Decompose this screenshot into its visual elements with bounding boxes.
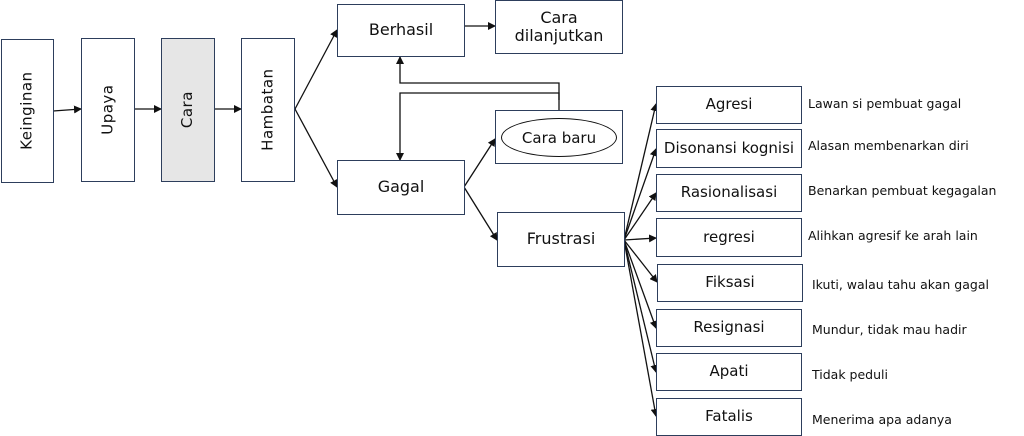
reaction-label: Disonansi kognisi <box>663 138 795 157</box>
reaction-label: Apati <box>709 362 749 381</box>
arrow-frustrasi-regresi <box>623 234 657 243</box>
cara-baru-label: Cara baru <box>521 128 597 147</box>
box-cara-dilanjutkan: Cara dilanjutkan <box>495 0 623 54</box>
reaction-desc-fatalis: Menerima apa adanya <box>812 412 952 427</box>
arrow-gagal-frustrasi <box>463 186 498 241</box>
stage-cara: Cara <box>161 38 215 182</box>
arrow-hambatan-gagal <box>294 108 338 188</box>
reaction-regresi: regresi <box>656 218 802 257</box>
feedback-to-berhasil <box>396 56 560 110</box>
reaction-resignasi: Resignasi <box>656 309 802 347</box>
reaction-label: Resignasi <box>693 318 765 337</box>
reaction-fiksasi: Fiksasi <box>657 264 803 302</box>
arrow-frustrasi-fatalis <box>623 239 659 417</box>
arrow-frustrasi-rasionalisasi <box>623 192 657 241</box>
box-frustrasi: Frustrasi <box>497 212 625 267</box>
box-berhasil: Berhasil <box>337 4 465 57</box>
gagal-label: Gagal <box>377 177 425 197</box>
reaction-desc-regresi: Alihkan agresif ke arah lain <box>808 228 978 243</box>
reaction-agresi: Agresi <box>656 86 802 124</box>
reaction-desc-apati: Tidak peduli <box>812 367 888 382</box>
box-gagal: Gagal <box>337 160 465 215</box>
reaction-label: Fatalis <box>705 407 753 426</box>
arrow-frustrasi-resignasi <box>623 239 658 329</box>
arrow-keinginan-upaya <box>52 105 82 114</box>
reaction-desc-agresi: Lawan si pembuat gagal <box>808 96 962 111</box>
frustrasi-label: Frustrasi <box>526 229 596 249</box>
stage-upaya-label: Upaya <box>98 84 117 136</box>
reaction-rasionalisasi: Rasionalisasi <box>656 174 802 212</box>
reaction-label: regresi <box>703 227 755 246</box>
arrow-gagal-cara-baru <box>463 138 496 188</box>
stage-upaya: Upaya <box>81 38 135 182</box>
reaction-desc-fiksasi: Ikuti, walau tahu akan gagal <box>812 277 989 292</box>
reaction-desc-disonansi: Alasan membenarkan diri <box>808 138 969 153</box>
reaction-label: Agresi <box>705 95 753 114</box>
reaction-desc-resignasi: Mundur, tidak mau hadir <box>812 322 967 337</box>
stage-keinginan: Keinginan <box>1 39 54 183</box>
berhasil-label: Berhasil <box>368 20 434 40</box>
stage-keinginan-label: Keinginan <box>17 71 36 151</box>
arrow-hambatan-berhasil <box>294 29 338 110</box>
reaction-fatalis: Fatalis <box>656 398 802 436</box>
reaction-label: Fiksasi <box>705 273 755 292</box>
arrow-frustrasi-fiksasi <box>623 239 658 283</box>
arrow-frustrasi-agresi <box>623 103 659 241</box>
cara-dilanjutkan-label: Cara dilanjutkan <box>514 7 604 45</box>
reaction-apati: Apati <box>656 353 802 391</box>
feedback-to-gagal <box>396 92 560 161</box>
stage-hambatan: Hambatan <box>241 38 295 182</box>
stage-cara-label: Cara <box>178 91 197 129</box>
arrow-frustrasi-apati <box>623 239 659 373</box>
reaction-disonansi-kognisi: Disonansi kognisi <box>656 129 802 168</box>
cara-baru-oval: Cara baru <box>501 118 617 157</box>
reaction-label: Rasionalisasi <box>680 183 778 202</box>
arrow-frustrasi-disonansi <box>623 148 658 241</box>
reaction-desc-rasionalisasi: Benarkan pembuat kegagalan <box>808 183 997 198</box>
stage-hambatan-label: Hambatan <box>258 68 277 152</box>
